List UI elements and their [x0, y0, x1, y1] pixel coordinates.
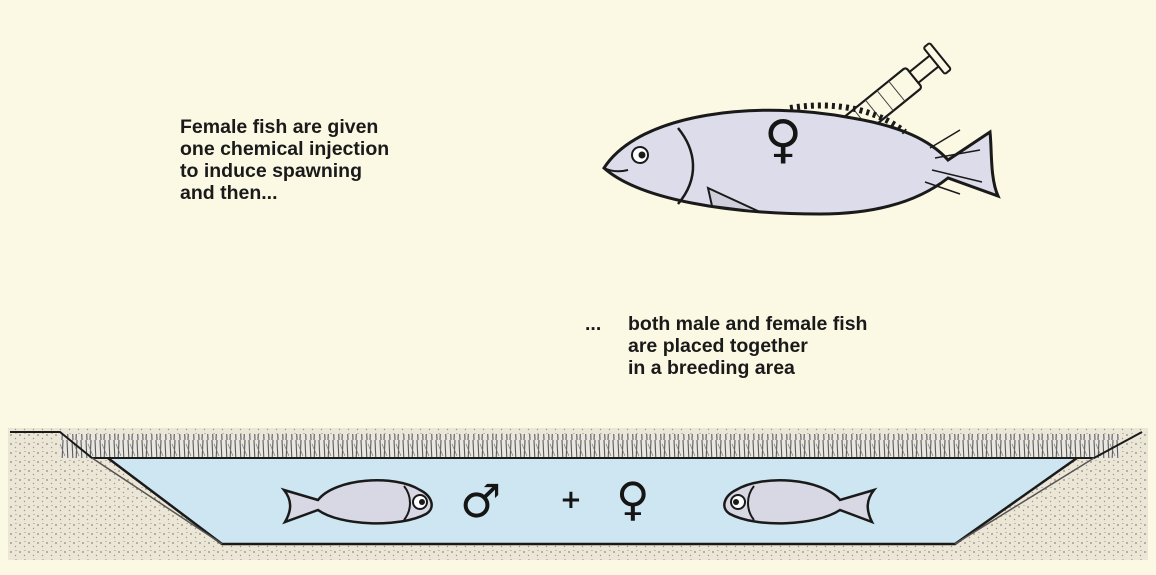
breeding-caption-line: both male and female fish: [628, 313, 867, 335]
male-symbol: ♂: [460, 478, 501, 524]
injection-caption-line: one chemical injection: [180, 138, 389, 160]
injection-caption: Female fish are given one chemical injec…: [180, 116, 389, 204]
injection-caption-line: and then...: [180, 182, 389, 204]
plus-sign: +: [560, 487, 582, 513]
female-symbol-pond: ♀: [616, 476, 650, 522]
female-symbol: ♀: [764, 114, 802, 166]
continuation-ellipsis: ...: [585, 313, 601, 335]
injection-caption-line: to induce spawning: [180, 160, 389, 182]
breeding-caption-line: are placed together: [628, 335, 867, 357]
pond-outline: [92, 446, 1094, 544]
grass-bank: [60, 434, 1120, 458]
breeding-caption-line: in a breeding area: [628, 357, 867, 379]
breeding-caption: both male and female fish are placed tog…: [628, 313, 867, 379]
injection-caption-line: Female fish are given: [180, 116, 389, 138]
